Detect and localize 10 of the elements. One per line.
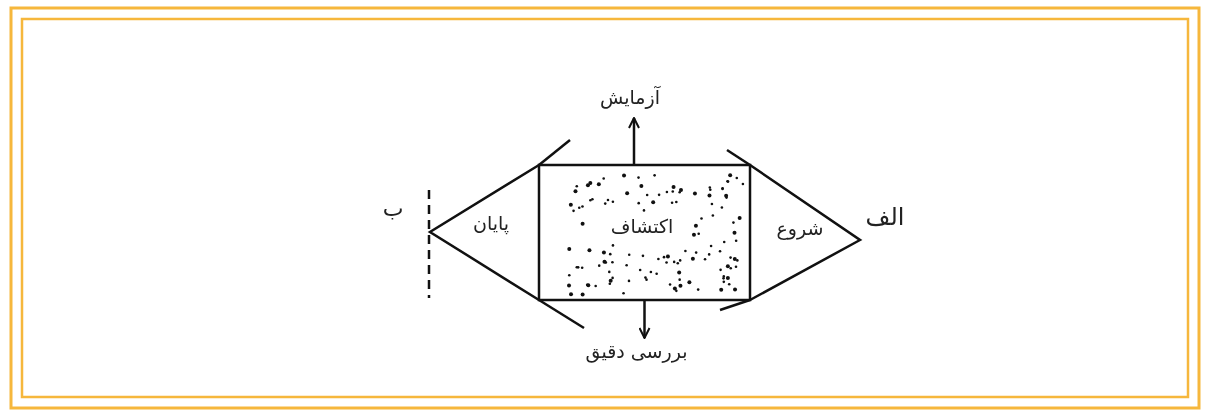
process-box [539, 165, 750, 300]
label-text: الف [864, 203, 906, 232]
label-text: بررسی دقیق [584, 340, 689, 363]
arrow [638, 300, 651, 339]
arrow [628, 117, 640, 165]
label-text: ب [381, 196, 405, 223]
shape-label: پایان [471, 212, 511, 235]
shape-label: شروع [775, 217, 825, 240]
label-text: آزمایش [599, 86, 662, 109]
shape-label: اکتشاف [609, 215, 675, 238]
